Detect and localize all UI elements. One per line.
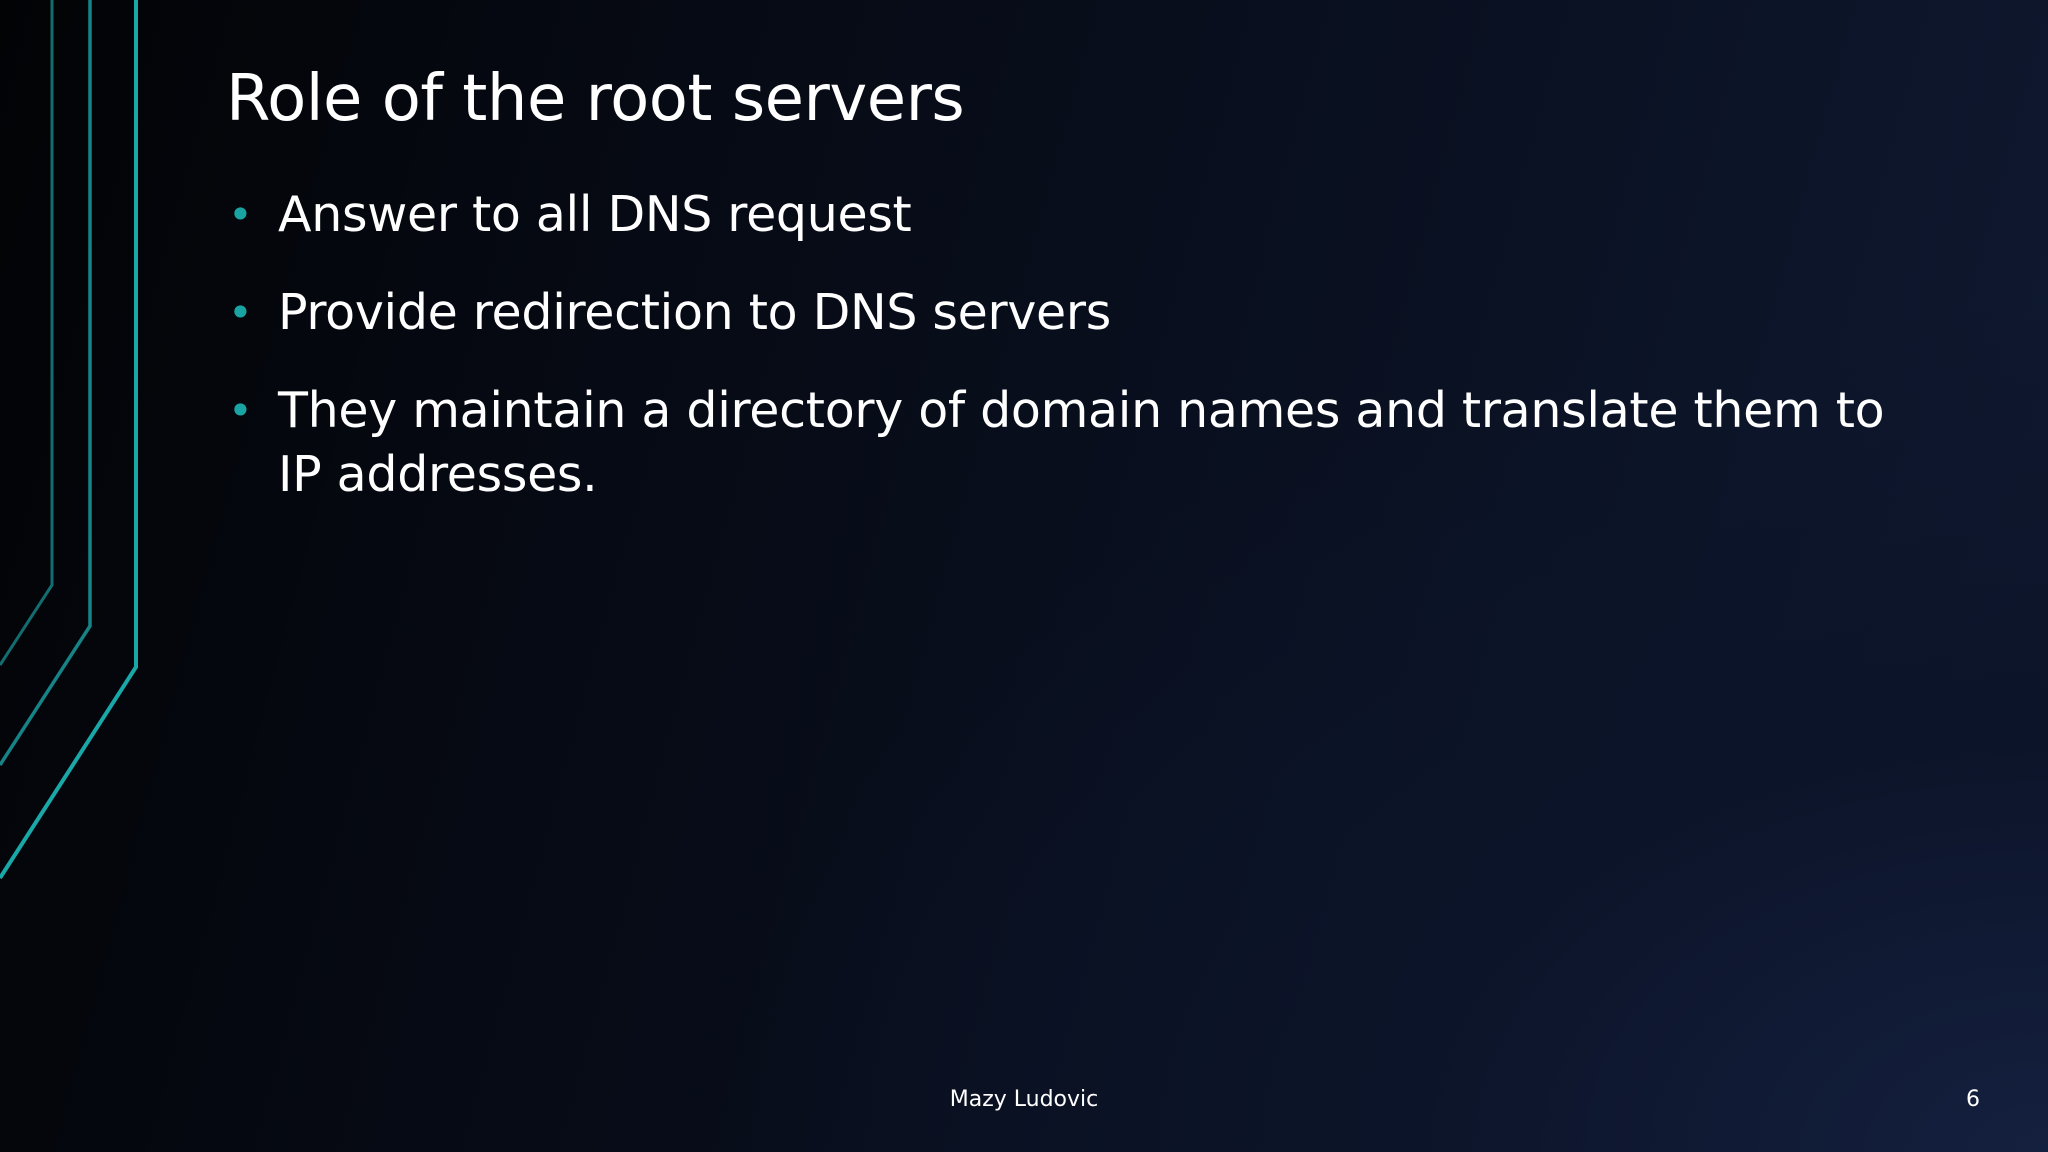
slide-title: Role of the root servers [226, 62, 965, 136]
circuit-line-middle [0, 0, 92, 766]
bullet-icon: • [228, 288, 253, 337]
bullet-item: • Answer to all DNS request [226, 183, 1926, 247]
bullet-text: Provide redirection to DNS servers [278, 284, 1111, 341]
bullet-text: Answer to all DNS request [278, 186, 912, 243]
circuit-line-inner [0, 0, 54, 666]
bullet-item: • They maintain a directory of domain na… [226, 379, 1926, 507]
bullet-icon: • [228, 386, 253, 435]
bullet-text: They maintain a directory of domain name… [278, 382, 1885, 503]
bullet-item: • Provide redirection to DNS servers [226, 281, 1926, 345]
slide-number: 6 [1966, 1087, 1980, 1112]
bullet-icon: • [228, 190, 253, 239]
circuit-line-outer [0, 0, 138, 880]
footer-author: Mazy Ludovic [949, 1087, 1099, 1112]
bullet-list: • Answer to all DNS request • Provide re… [226, 183, 1926, 541]
